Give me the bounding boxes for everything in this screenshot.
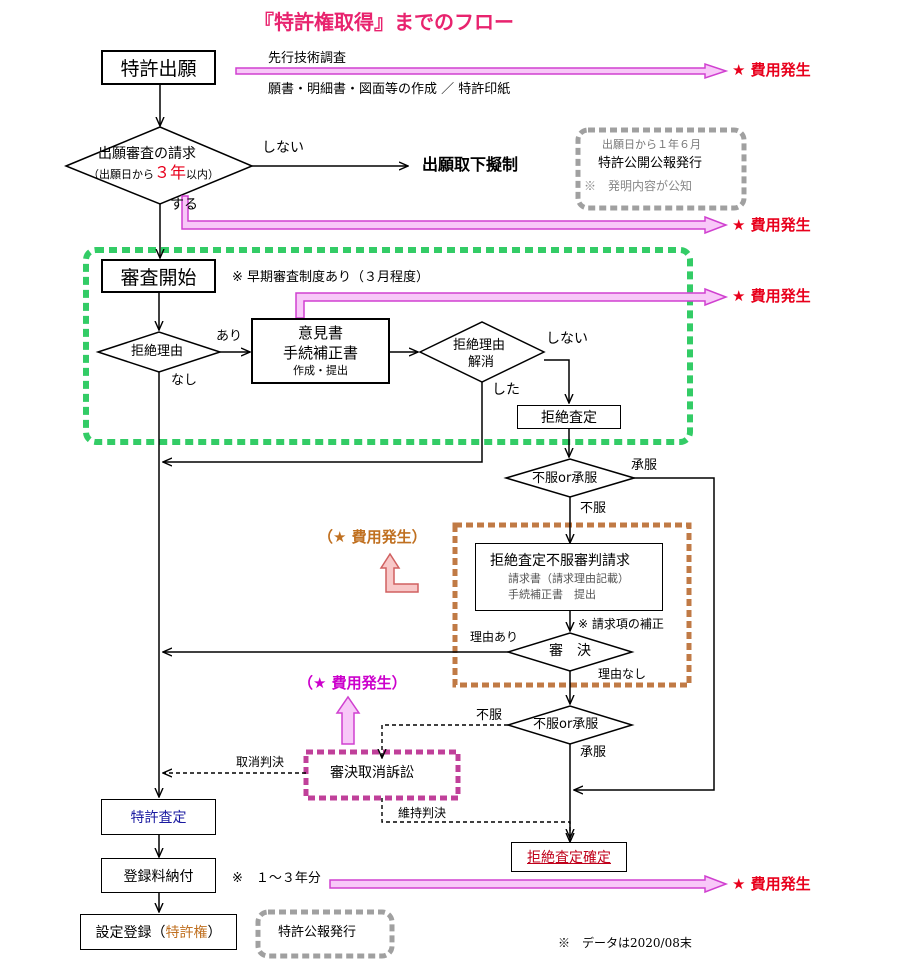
cost-arrow-4 (329, 874, 729, 894)
nashi-label: なし (171, 373, 198, 388)
resolve-diamond (418, 321, 546, 383)
reason-no-label: 理由なし (598, 667, 647, 681)
revoke-suit-label: 審決取消訴訟 (330, 765, 414, 781)
registration-label: 設定登録（特許権） (95, 925, 222, 941)
cost-label-3: ★ 費用発生 (732, 287, 811, 305)
cost-arrow-up-1 (379, 552, 419, 593)
appeal-trial-l1: 拒絶査定不服審判請求 (490, 553, 630, 569)
early-exam-note: ※ 早期審査制度あり（３月程度） (232, 270, 430, 285)
patent-decision-box: 特許査定 (101, 799, 216, 835)
prior-art-label: 先行技術調査 (268, 51, 347, 66)
revoke-judgment-label: 取消判決 (236, 755, 285, 769)
reason-yes-label: 理由あり (470, 630, 519, 644)
documents-label: 願書・明細書・図面等の作成 ／ 特許印紙 (268, 82, 511, 97)
claim-amend-note: ※ 請求項の補正 (578, 617, 664, 631)
gazette-label: 特許公報発行 (278, 925, 357, 940)
exam-request-label: 出願審査の請求 (98, 146, 196, 162)
publication-l3: ※ 発明内容が公知 (584, 179, 693, 193)
final-rejection-label: 拒絶査定 (541, 410, 597, 426)
application-label: 特許出願 (120, 58, 197, 80)
appeal-diamond-2 (505, 705, 635, 745)
cost-label-2: ★ 費用発生 (732, 216, 811, 234)
appeal-2-label: 不服 (476, 708, 503, 723)
accept-2-label: 承服 (580, 745, 607, 760)
gazette-frame (255, 909, 395, 959)
fee-payment-label: 登録料納付 (123, 868, 194, 885)
page-title: 『特許権取得』までのフロー (254, 10, 514, 34)
resolve-l1: 拒絶理由 (453, 338, 506, 353)
no-exam-label: しない (262, 140, 304, 156)
response-box: 意見書 手続補正書 作成・提出 (251, 318, 390, 384)
registration-box: 設定登録（特許権） (80, 914, 237, 950)
appeal-trial-box: 拒絶査定不服審判請求 請求書（請求理由記載） 手続補正書 提出 (475, 543, 663, 611)
publication-l2: 特許公開公報発行 (598, 156, 703, 171)
cost-label-4: ★ 費用発生 (732, 875, 811, 893)
response-l2: 手続補正書 (282, 344, 358, 362)
cost-arrow-3 (295, 287, 729, 319)
trial-decision-diamond (505, 632, 635, 672)
cost-label-paren-1: （★ 費用発生） (318, 528, 427, 546)
ari-label: あり (216, 329, 243, 344)
withdrawn-label: 出願取下擬制 (422, 155, 519, 174)
appeal-or-accept-1: 不服or承服 (532, 471, 598, 486)
exam-start-label: 審査開始 (120, 266, 197, 289)
response-l1: 意見書 (297, 324, 343, 342)
appeal-trial-l2: 請求書（請求理由記載） (508, 572, 629, 585)
maintain-judgment-label: 維持判決 (398, 806, 447, 820)
shita-label: した (492, 382, 520, 398)
cost-arrow-2 (181, 195, 729, 235)
appeal-frame (452, 522, 692, 688)
rejection-final-box: 拒絶査定確定 (511, 842, 627, 872)
resolve-l2: 解消 (468, 355, 495, 370)
publication-l1: 出願日から１年６月 (602, 138, 701, 151)
data-note: ※ データは2020/08末 (558, 936, 692, 950)
cost-label-1: ★ 費用発生 (732, 61, 811, 79)
rejection-reason-label: 拒絶理由 (131, 344, 184, 359)
appeal-trial-l3: 手続補正書 提出 (508, 588, 596, 601)
final-rejection-box: 拒絶査定 (517, 405, 621, 429)
appeal-or-accept-2: 不服or承服 (533, 717, 599, 732)
publication-frame (575, 127, 747, 211)
fee-payment-box: 登録料納付 (101, 858, 216, 893)
patent-decision-label: 特許査定 (130, 810, 187, 826)
fee-note: ※ １～３年分 (232, 871, 321, 886)
trial-decision-label: 審 決 (549, 643, 591, 659)
rejection-final-label: 拒絶査定確定 (527, 850, 611, 866)
cost-arrow-1 (235, 62, 729, 80)
response-l3: 作成・提出 (293, 364, 348, 377)
appeal-1-label: 不服 (580, 501, 607, 516)
shinai-label: しない (546, 331, 588, 347)
application-box: 特許出願 (101, 50, 216, 85)
cost-arrow-up-2 (335, 695, 361, 745)
exam-start-box: 審査開始 (101, 259, 216, 293)
accept-1-label: 承服 (631, 458, 658, 473)
cost-label-paren-2: （★ 費用発生） (298, 674, 407, 692)
exam-frame (83, 247, 693, 445)
yes-exam-label: する (170, 197, 198, 213)
exam-request-sub: （出願日から３年以内） (88, 163, 220, 182)
